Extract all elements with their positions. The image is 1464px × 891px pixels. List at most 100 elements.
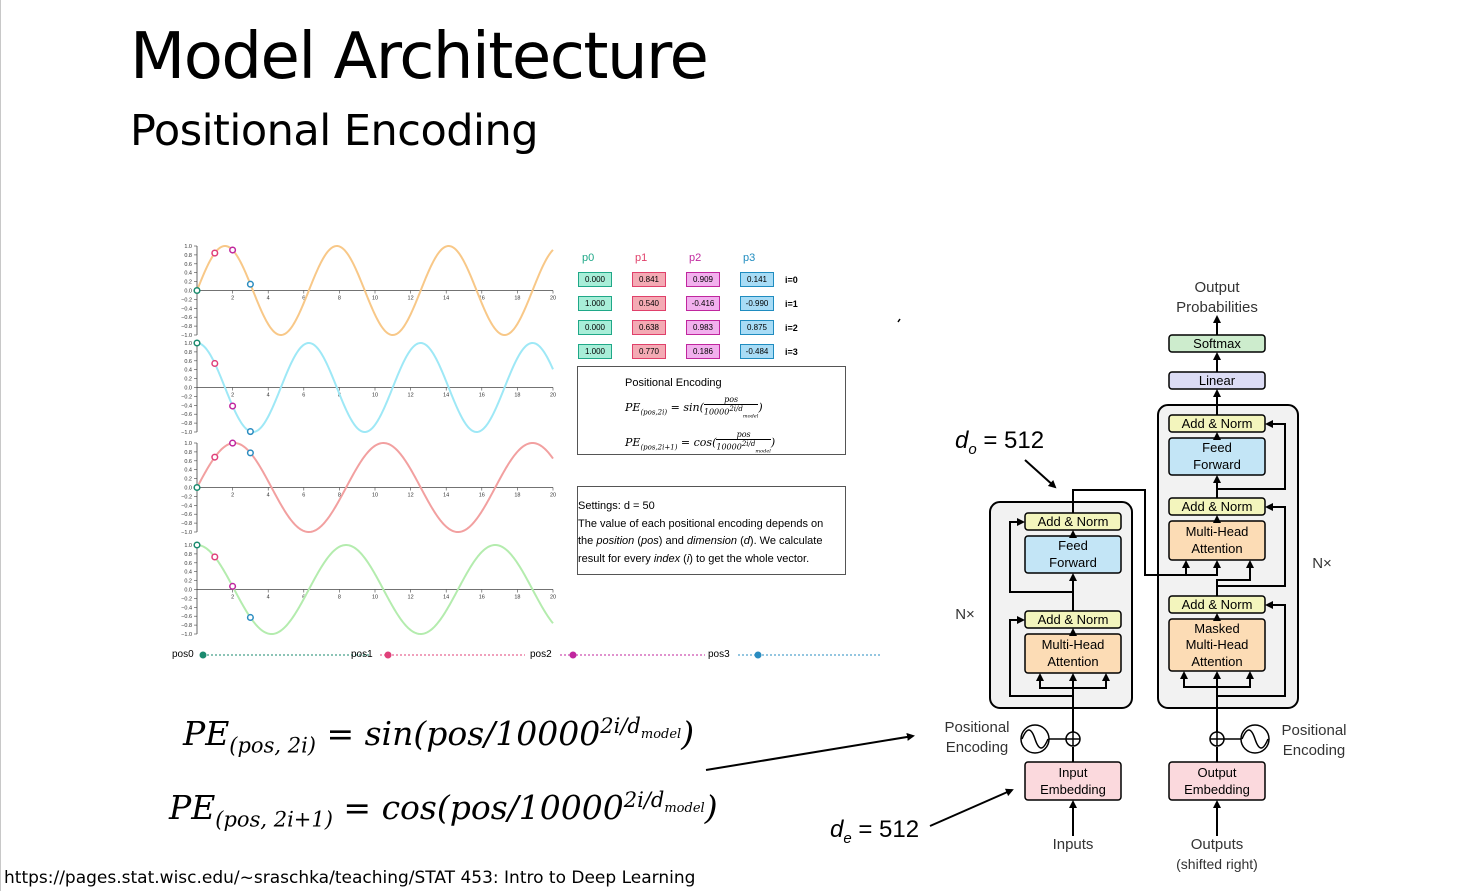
x-tick-label-1-1: 4 [267, 393, 270, 399]
y-tick-label-3-6: −0.2 [181, 596, 192, 602]
formula-cos: PE(pos, 2i+1) = cos(pos/100002i/dmodel) [169, 788, 718, 832]
output-prob-label-2: Probabilities [1176, 299, 1258, 316]
cell-p3-i1: -0.990 [740, 296, 774, 311]
x-tick-label-0-3: 8 [338, 296, 341, 302]
y-tick-label-2-3: 0.4 [184, 468, 192, 474]
x-tick-label-0-9: 20 [550, 296, 556, 302]
y-tick-label-0-5: 0.0 [184, 289, 192, 295]
x-tick-label-3-8: 18 [514, 595, 520, 601]
y-tick-label-2-9: −0.8 [181, 521, 192, 527]
cell-p1-i0: 0.841 [632, 272, 666, 287]
output-prob-label-1: Output [1194, 279, 1240, 296]
position-marker-3-pos3 [246, 613, 254, 622]
slider-handle-pos3[interactable] [754, 651, 762, 659]
slider-handle-pos1[interactable] [384, 651, 392, 659]
x-tick-label-1-2: 6 [302, 393, 305, 399]
col-header-p2: p2 [689, 252, 702, 264]
settings-box: Settings: d = 50 The value of each posit… [577, 486, 846, 575]
slider-handle-pos2[interactable] [569, 651, 577, 659]
d-e-arrow [929, 788, 1014, 827]
x-tick-label-0-0: 2 [231, 296, 234, 302]
formula-to-encoding-arrow [705, 733, 915, 771]
d-o-label: do = 512 [955, 427, 1044, 458]
transformer-diagram: Add & Norm Feed Forward Add & Norm Multi… [705, 279, 1347, 872]
input-embedding-label-2: Embedding [1040, 782, 1106, 797]
position-marker-1-pos3 [246, 428, 254, 436]
encoder-stack [989, 501, 1133, 709]
y-tick-label-3-7: −0.4 [181, 605, 192, 611]
wave-curve-3 [196, 543, 554, 636]
outputs-label-1: Outputs [1191, 836, 1244, 853]
pos-enc-wave-icon-right [1240, 724, 1270, 754]
add-icon-encoder [1065, 731, 1081, 747]
y-tick-label-2-10: −1.0 [181, 530, 192, 536]
outputs-label-2: (shifted right) [1176, 856, 1258, 872]
d-o-arrow [1024, 459, 1057, 489]
wave-curve-2 [196, 441, 554, 534]
dec-add-norm-3-label: Add & Norm [1182, 597, 1253, 612]
y-tick-label-1-6: −0.2 [181, 394, 192, 400]
enc-add-norm-bottom-label: Add & Norm [1038, 612, 1109, 627]
enc-mha-label-1: Multi-Head [1042, 637, 1105, 652]
pos-enc-left-label-1: Positional [944, 719, 1009, 736]
y-tick-label-0-6: −0.2 [181, 297, 192, 303]
y-tick-label-3-10: −1.0 [181, 632, 192, 638]
y-tick-label-2-8: −0.6 [181, 512, 192, 518]
x-tick-label-3-0: 2 [231, 595, 234, 601]
position-marker-2-pos2 [229, 439, 237, 447]
y-tick-label-0-10: −1.0 [181, 333, 192, 339]
y-tick-label-2-1: 0.8 [184, 450, 192, 456]
nx-decoder-label: N× [1312, 555, 1332, 572]
x-tick-label-3-3: 8 [338, 595, 341, 601]
dec-masked-label-1: Masked [1194, 621, 1240, 636]
add-icon-decoder [1209, 731, 1225, 747]
y-tick-label-2-0: 1.0 [184, 441, 192, 447]
cell-p2-i3: 0.186 [686, 344, 720, 359]
y-tick-label-1-10: −1.0 [181, 430, 192, 436]
enc-add-norm-top-label: Add & Norm [1038, 514, 1109, 529]
cell-p1-i1: 0.540 [632, 296, 666, 311]
position-marker-0-pos2 [229, 246, 237, 254]
y-tick-label-3-9: −0.8 [181, 623, 192, 629]
enc-ff-label-2: Forward [1049, 555, 1097, 570]
x-tick-label-2-4: 10 [372, 493, 378, 499]
x-tick-label-3-9: 20 [550, 595, 556, 601]
dec-masked-label-2: Multi-Head [1186, 637, 1249, 652]
position-marker-3-pos1 [211, 553, 219, 561]
x-tick-label-3-7: 16 [479, 595, 485, 601]
y-tick-label-0-1: 0.8 [184, 253, 192, 259]
linear-label: Linear [1199, 373, 1236, 388]
enc-ff-label-1: Feed [1058, 538, 1088, 553]
y-tick-label-3-0: 1.0 [184, 543, 192, 549]
dec-mha-label-2: Attention [1191, 541, 1242, 556]
input-embedding-label-1: Input [1059, 765, 1088, 780]
dec-add-norm-2-label: Add & Norm [1182, 499, 1253, 514]
pos-enc-right-label-1: Positional [1281, 722, 1346, 739]
y-tick-label-0-4: 0.2 [184, 280, 192, 286]
cell-p0-i3: 1.000 [578, 344, 612, 359]
col-header-p3: p3 [743, 252, 756, 264]
x-tick-label-2-8: 18 [514, 493, 520, 499]
y-tick-label-1-3: 0.4 [184, 368, 192, 374]
nx-encoder-label: N× [955, 606, 975, 623]
y-tick-label-1-9: −0.8 [181, 421, 192, 427]
wave-curve-1 [196, 341, 554, 434]
position-marker-2-pos0 [193, 483, 201, 492]
y-tick-label-1-0: 1.0 [184, 341, 192, 347]
y-tick-label-0-9: −0.8 [181, 324, 192, 330]
y-tick-label-0-0: 1.0 [184, 244, 192, 250]
y-tick-label-3-2: 0.6 [184, 561, 192, 567]
position-marker-1-pos0 [193, 339, 201, 347]
slider-label-pos1: pos1 [351, 649, 373, 660]
x-tick-label-0-6: 14 [443, 296, 449, 302]
y-tick-label-3-8: −0.6 [181, 614, 192, 620]
col-header-p1: p1 [635, 252, 648, 264]
row-label-i1: i=1 [785, 299, 798, 309]
dec-masked-label-3: Attention [1191, 654, 1242, 669]
slider-handle-pos0[interactable] [199, 651, 207, 659]
pos-enc-right-label-2: Encoding [1283, 742, 1346, 759]
formula-sin: PE(pos, 2i) = sin(pos/100002i/dmodel) [183, 714, 695, 758]
softmax-label: Softmax [1193, 336, 1241, 351]
